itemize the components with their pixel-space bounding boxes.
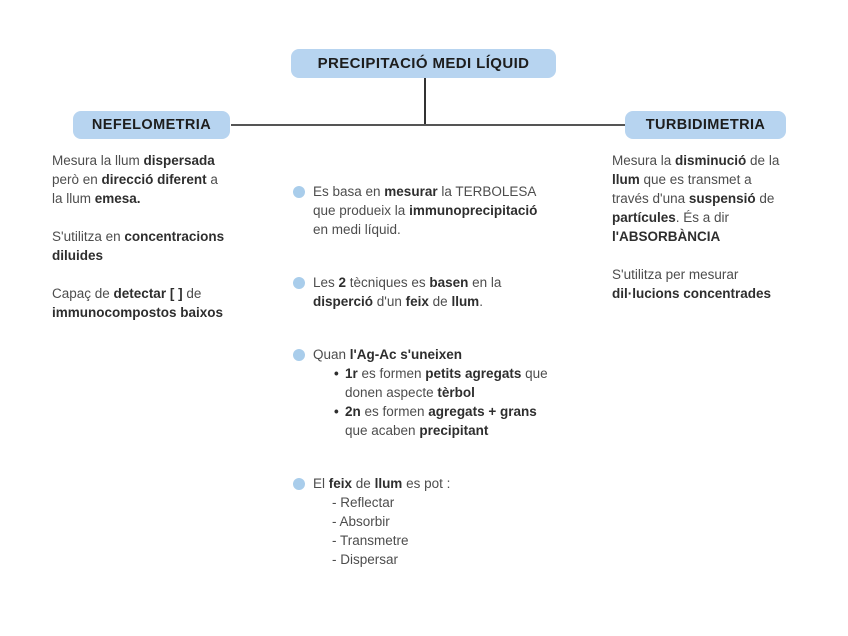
node-turbidimetria[interactable]: TURBIDIMETRIA <box>625 111 786 139</box>
text-lines: 2n es formen agregats + grans que acaben … <box>345 402 588 440</box>
text-line: però en direcció diferent a <box>52 172 218 187</box>
text-line: 1r es formen petits agregats que <box>345 366 548 381</box>
text-line: Mesura la disminució de la <box>612 153 780 168</box>
sub-bullet-item: • 1r es formen petits agregats que donen … <box>313 364 588 402</box>
connector-branches-horizontal <box>231 124 625 126</box>
sub-bullet-marker: • <box>334 404 339 419</box>
note-paragraph: Capaç de detectar [ ] de immunocompostos … <box>52 284 262 322</box>
text-line: Es basa en mesurar la TERBOLESA <box>313 184 537 199</box>
text-line: Mesura la llum dispersada <box>52 153 215 168</box>
node-nefelometria[interactable]: NEFELOMETRIA <box>73 111 230 139</box>
connector-title-vertical <box>424 78 426 125</box>
text-line: - Absorbir <box>332 514 390 529</box>
text-line: dil·lucions concentrades <box>612 286 772 301</box>
bullet-icon <box>293 349 305 361</box>
text-line: S'utilitza en concentracions <box>52 229 225 244</box>
bullet-item: Es basa en mesurar la TERBOLESA que produ… <box>293 182 588 239</box>
text-lines: 1r es formen petits agregats que donen as… <box>345 364 588 402</box>
text-line: - Reflectar <box>332 495 395 510</box>
text-line: llum que es transmet a <box>612 172 752 187</box>
note-paragraph: Mesura la llum dispersada però en direcci… <box>52 151 262 208</box>
bullet-item: El feix de llum es pot : - Reflectar - Ab… <box>293 474 588 569</box>
note-paragraph: S'utilitza per mesurar dil·lucions concen… <box>612 265 822 303</box>
note-paragraph: Mesura la disminució de la llum que es tr… <box>612 151 822 246</box>
bullet-item: Les 2 tècniques es basen en la disperció … <box>293 273 588 311</box>
text-line: que produeix la immunoprecipitació <box>313 203 538 218</box>
sub-bullet-marker: • <box>334 366 339 381</box>
text-line: través d'una suspensió de <box>612 191 775 206</box>
bullet-icon <box>293 478 305 490</box>
text-line: que acaben precipitant <box>345 423 489 438</box>
dash-list: - Reflectar - Absorbir - Transmetre - Dispe… <box>313 493 588 569</box>
bullet-item: Quan l'Ag-Ac s'uneixen • 1r es formen pe… <box>293 345 588 440</box>
text-line: - Transmetre <box>332 533 409 548</box>
turbidimetria-notes: Mesura la disminució de la llum que es tr… <box>612 151 822 303</box>
text-lines: Les 2 tècniques es basen en la disperció … <box>313 273 588 311</box>
text-line: la llum emesa. <box>52 191 141 206</box>
text-lines: Quan l'Ag-Ac s'uneixen <box>313 345 588 364</box>
bullet-icon <box>293 186 305 198</box>
text-line: Les 2 tècniques es basen en la <box>313 275 502 290</box>
text-line: diluides <box>52 248 104 263</box>
bullet-icon <box>293 277 305 289</box>
text-line: partícules. És a dir <box>612 210 730 225</box>
text-line: donen aspecte tèrbol <box>345 385 475 400</box>
text-line: Quan l'Ag-Ac s'uneixen <box>313 347 462 362</box>
text-line: - Dispersar <box>332 552 399 567</box>
text-line: en medi líquid. <box>313 222 401 237</box>
text-lines: Es basa en mesurar la TERBOLESA que produ… <box>313 182 588 239</box>
shared-notes: Es basa en mesurar la TERBOLESA que produ… <box>293 182 588 569</box>
text-lines: El feix de llum es pot : <box>313 474 588 493</box>
text-line: S'utilitza per mesurar <box>612 267 739 282</box>
text-line: disperció d'un feix de llum. <box>313 294 483 309</box>
text-line: El feix de llum es pot : <box>313 476 451 491</box>
text-line: immunocompostos baixos <box>52 305 224 320</box>
text-line: Capaç de detectar [ ] de <box>52 286 202 301</box>
nefelometria-notes: Mesura la llum dispersada però en direcci… <box>52 151 262 322</box>
text-line: 2n es formen agregats + grans <box>345 404 537 419</box>
text-line: l'ABSORBÀNCIA <box>612 229 721 244</box>
node-precipitacio-medi-liquid[interactable]: PRECIPITACIÓ MEDI LÍQUID <box>291 49 556 78</box>
note-paragraph: S'utilitza en concentracions diluides <box>52 227 262 265</box>
sub-bullet-item: • 2n es formen agregats + grans que acabe… <box>313 402 588 440</box>
